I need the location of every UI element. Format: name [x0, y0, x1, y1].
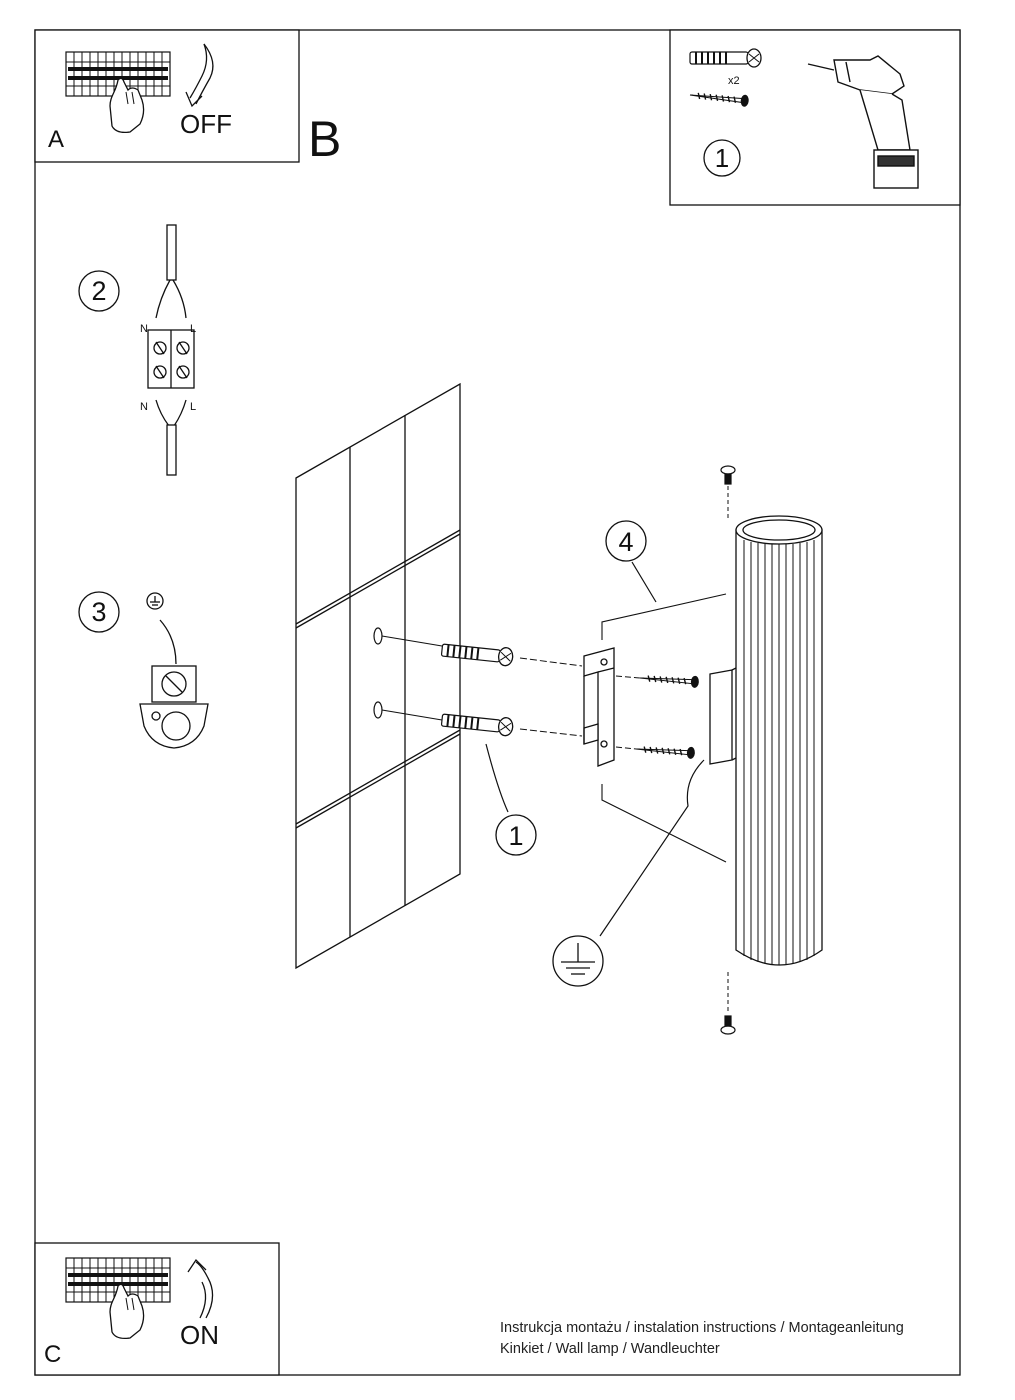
bottom-cap-screw-icon — [720, 1015, 736, 1035]
step-2-badge — [78, 270, 120, 312]
live-bottom-label: L — [190, 401, 196, 413]
off-label: OFF — [180, 109, 232, 139]
lamp-cylinder — [709, 515, 823, 966]
assembly-guide-lines — [601, 593, 727, 863]
earth-terminal-icon — [139, 592, 209, 749]
panel-c-letter: C — [44, 1341, 61, 1368]
wall-tiles — [295, 382, 461, 970]
wall-plug-icon — [689, 48, 762, 68]
quantity-label: x2 — [728, 75, 740, 87]
screw-upper-icon — [638, 671, 700, 689]
screw-lower-icon — [634, 742, 696, 760]
step-4-badge — [605, 520, 647, 562]
step-4-number: 4 — [618, 527, 633, 557]
panel-a-letter: A — [48, 126, 64, 153]
mounting-bracket — [583, 647, 615, 767]
step-3-number: 3 — [91, 597, 106, 627]
wall-callout-number: 1 — [508, 821, 523, 851]
callout-leader-4 — [631, 561, 657, 603]
panel-b-letter: B — [308, 111, 341, 167]
page-border — [34, 29, 961, 1376]
power-drill-icon — [807, 55, 919, 189]
live-top-label: L — [190, 323, 196, 335]
step-1-badge — [703, 139, 741, 177]
drill-hole-lower — [373, 701, 383, 719]
ground-symbol-icon — [552, 935, 604, 987]
neutral-top-label: N — [140, 323, 148, 335]
wall-callout-badge — [495, 814, 537, 856]
neutral-bottom-label: N — [140, 401, 148, 413]
step-3-badge — [78, 591, 120, 633]
earth-wire — [599, 759, 705, 937]
footer-title-line: Instrukcja montażu / instalation instruc… — [500, 1320, 904, 1336]
switch-on-arrow-icon — [195, 1261, 214, 1319]
drill-hole-upper — [373, 627, 383, 645]
step-1-number: 1 — [715, 143, 729, 173]
step-2-number: 2 — [91, 276, 106, 306]
terminal-block-wiring — [147, 224, 195, 476]
callout-leader-1 — [485, 743, 509, 813]
footer-caption: Instrukcja montażu / instalation instruc… — [500, 1318, 904, 1360]
on-label: ON — [180, 1320, 219, 1350]
switch-off-arrow-icon — [195, 43, 214, 105]
top-cap-screw-icon — [720, 465, 736, 485]
footer-product-line: Kinkiet / Wall lamp / Wandleuchter — [500, 1341, 720, 1357]
